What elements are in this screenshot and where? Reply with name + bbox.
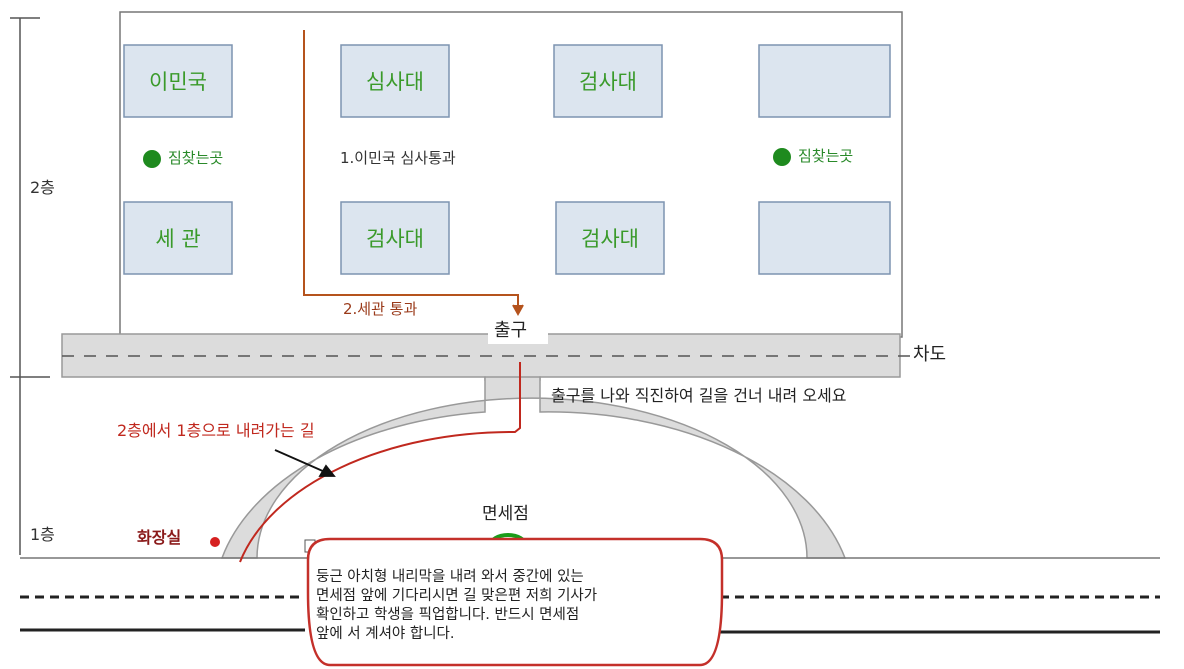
pickup-note-line-1: 둥근 아치형 내리막을 내려 와서 중간에 있는 [316, 569, 584, 585]
duty-free-label: 면세점 [482, 504, 529, 524]
counter-inspection-1: 심사대 [366, 70, 424, 94]
counter-box-blank-2 [758, 201, 891, 275]
counter-box-inspection-4 [555, 201, 665, 275]
pickup-note: 둥근 아치형 내리막을 내려 와서 중간에 있는 면세점 앞에 기다리시면 길 … [316, 568, 716, 644]
lower-road [20, 595, 1160, 634]
step-1-label: 1.이민국 심사통과 [340, 149, 456, 167]
floor-label-1: 1층 [30, 525, 55, 544]
ramp-label: 2층에서 1층으로 내려가는 길 [117, 421, 315, 440]
direction-note: 출구를 나와 직진하여 길을 건너 내려 오세요 [551, 386, 847, 405]
counter-boxes [123, 44, 891, 275]
counter-box-inspection-2 [553, 44, 663, 118]
baggage-dot-right [773, 148, 791, 166]
ramp-pointer-arrow [274, 449, 336, 477]
exit-label: 출구 [494, 320, 528, 341]
terminal-route [303, 30, 524, 317]
pickup-note-line-4: 앞에 서 계셔야 합니다. [316, 626, 455, 642]
restroom-dot [210, 537, 220, 547]
counter-inspection-3: 검사대 [366, 227, 424, 251]
pickup-note-line-2: 면세점 앞에 기다리시면 길 맞은편 저희 기사가 [316, 588, 598, 604]
counter-box-immigration [123, 44, 233, 118]
baggage-dot-left [143, 150, 161, 168]
counter-box-inspection-1 [340, 44, 450, 118]
baggage-claim-right: 짐찾는곳 [798, 147, 854, 165]
upper-road [61, 333, 912, 381]
arch-ramp [220, 376, 847, 559]
pickup-note-oval [306, 537, 724, 667]
counter-inspection-4: 검사대 [581, 227, 639, 251]
exit-sign-bg [488, 320, 548, 344]
floor-label-2: 2층 [30, 178, 55, 197]
counter-box-blank-1 [758, 44, 891, 118]
counter-inspection-2: 검사대 [579, 70, 637, 94]
counter-blank-1 [759, 45, 890, 117]
restroom-label: 화장실 [137, 528, 182, 547]
ramp-route [239, 362, 521, 563]
counter-blank-2 [759, 202, 890, 274]
step-2-label: 2.세관 통과 [343, 300, 418, 318]
counter-box-customs [123, 201, 233, 275]
baggage-claim-left: 짐찾는곳 [168, 149, 224, 167]
counter-customs: 세 관 [155, 227, 201, 251]
floor-scale [10, 17, 50, 555]
counter-box-inspection-3 [340, 201, 450, 275]
counter-immigration: 이민국 [149, 70, 207, 94]
road-label: 차도 [913, 344, 947, 365]
pickup-note-line-3: 확인하고 학생을 픽업합니다. 반드시 면세점 [316, 607, 580, 623]
